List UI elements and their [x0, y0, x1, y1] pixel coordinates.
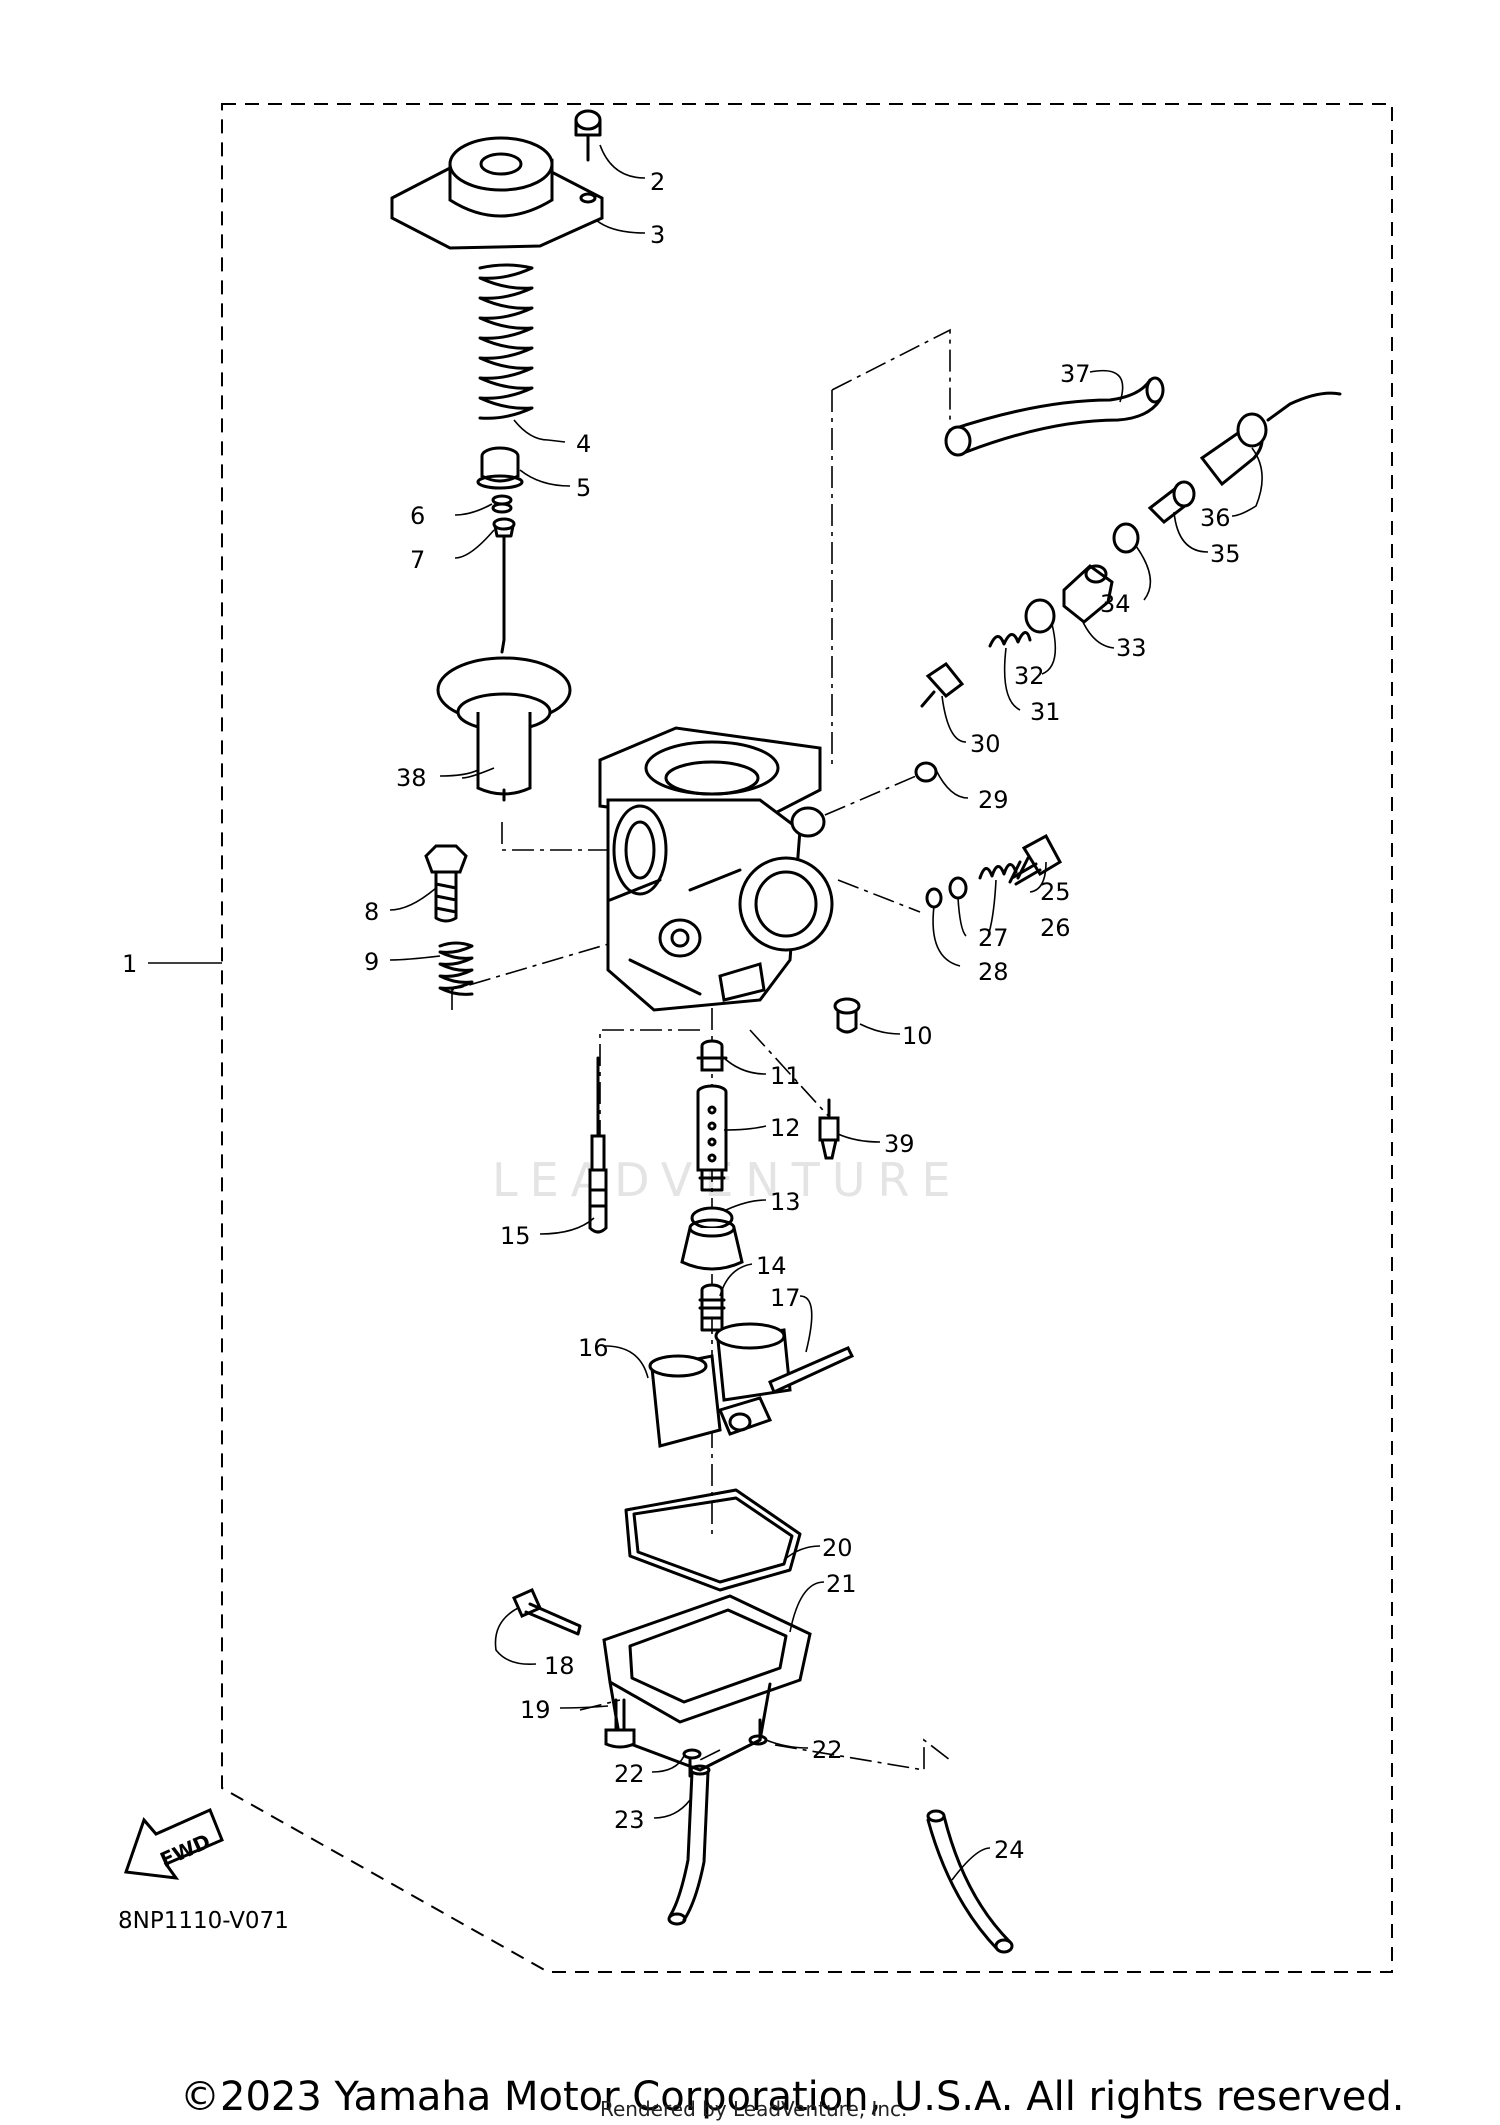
- part-nut-33: [1062, 564, 1114, 624]
- callout-37: 37: [1060, 360, 1091, 388]
- callout-12: 12: [770, 1114, 801, 1142]
- part-top-cover-3: [390, 136, 604, 250]
- part-drain-screw-18: [512, 1588, 582, 1636]
- part-screw-10: [833, 997, 861, 1034]
- fwd-arrow-icon: FWD: [123, 1807, 224, 1880]
- callout-39: 39: [884, 1130, 915, 1158]
- callout-15: 15: [500, 1222, 531, 1250]
- part-hose-23: [667, 1764, 711, 1926]
- part-spring-31: [988, 631, 1032, 648]
- callout-8: 8: [364, 898, 379, 926]
- part-hose-37: [944, 376, 1165, 457]
- part-clip-6: [491, 494, 513, 514]
- part-float-pin-17: [768, 1346, 855, 1395]
- leader-lines: [148, 144, 1263, 1881]
- callout-13: 13: [770, 1188, 801, 1216]
- part-spring-26: [978, 863, 1018, 880]
- part-pilot-screw-25: [1008, 833, 1062, 886]
- part-oring-32: [1024, 598, 1056, 634]
- callout-19: 19: [520, 1696, 551, 1724]
- part-oring-28: [925, 887, 943, 909]
- part-fitting-35: [1147, 480, 1196, 524]
- callout-9: 9: [364, 948, 379, 976]
- callout-16: 16: [578, 1334, 609, 1362]
- callout-14: 14: [756, 1252, 787, 1280]
- callout-33: 33: [1116, 634, 1147, 662]
- callout-2: 2: [650, 168, 665, 196]
- part-plunger-39: [818, 1098, 840, 1160]
- part-main-jet-14: [698, 1283, 726, 1332]
- part-spring-4: [478, 263, 534, 420]
- part-seal-34: [1112, 522, 1140, 554]
- callout-23: 23: [614, 1806, 645, 1834]
- callout-27: 27: [978, 924, 1009, 952]
- part-clip-22b: [682, 1748, 702, 1760]
- part-float-bowl-21: [602, 1594, 812, 1778]
- callout-5: 5: [576, 474, 591, 502]
- part-throttle-stop-screw-8: [424, 844, 468, 923]
- assembly-boundary: [221, 103, 1393, 1973]
- callout-28: 28: [978, 958, 1009, 986]
- callout-3: 3: [650, 221, 665, 249]
- part-washer-27: [948, 876, 968, 900]
- callout-17: 17: [770, 1284, 801, 1312]
- callout-labels: 1 2 3 4 5 6 7 8 9 10 11 12 13 14 15 16 1…: [122, 168, 1241, 1864]
- part-starter-plunger-30: [920, 661, 965, 708]
- callout-4: 4: [576, 430, 591, 458]
- callout-22a: 22: [812, 1736, 843, 1764]
- callout-36: 36: [1200, 504, 1231, 532]
- callout-25: 25: [1040, 878, 1071, 906]
- part-spring-seat-5: [476, 446, 524, 490]
- part-float-16: [648, 1322, 792, 1448]
- callout-21: 21: [826, 1570, 857, 1598]
- part-boot-36: [1199, 391, 1342, 487]
- callout-1: 1: [122, 950, 137, 978]
- part-plug-29: [914, 761, 938, 783]
- callout-22b: 22: [614, 1760, 645, 1788]
- callout-32: 32: [1014, 662, 1045, 690]
- callout-30: 30: [970, 730, 1001, 758]
- callout-11: 11: [770, 1062, 801, 1090]
- callout-10: 10: [902, 1022, 933, 1050]
- part-needle-jet-12: [696, 1084, 728, 1192]
- callout-18: 18: [544, 1652, 575, 1680]
- rendered-by-notice: Rendered by LeadVenture, Inc.: [600, 2097, 908, 2121]
- callout-31: 31: [1030, 698, 1061, 726]
- callout-34: 34: [1100, 590, 1131, 618]
- part-hose-24: [926, 1809, 1014, 1954]
- callout-7: 7: [410, 546, 425, 574]
- part-gasket-20: [624, 1488, 802, 1592]
- part-jet-holder-11: [696, 1039, 728, 1072]
- part-screw-19: [604, 1698, 636, 1749]
- callout-29: 29: [978, 786, 1009, 814]
- part-spring-9: [438, 941, 474, 996]
- callout-35: 35: [1210, 540, 1241, 568]
- copyright-notice: ©2023 Yamaha Motor Corporation, U.S.A. A…: [180, 2074, 1405, 2120]
- callout-38: 38: [396, 764, 427, 792]
- callout-24: 24: [994, 1836, 1025, 1864]
- callout-6: 6: [410, 502, 425, 530]
- part-piston-diaphragm-38: [436, 656, 572, 802]
- diagram-reference-code: 8NP1110-V071: [118, 1908, 289, 1934]
- part-needle-7: [492, 517, 516, 654]
- part-pilot-jet-15: [588, 1056, 608, 1234]
- part-screw-2: [574, 109, 602, 162]
- callout-26: 26: [1040, 914, 1071, 942]
- part-carburetor-body: [598, 726, 834, 1012]
- callout-20: 20: [822, 1534, 853, 1562]
- part-collar-13: [680, 1206, 744, 1271]
